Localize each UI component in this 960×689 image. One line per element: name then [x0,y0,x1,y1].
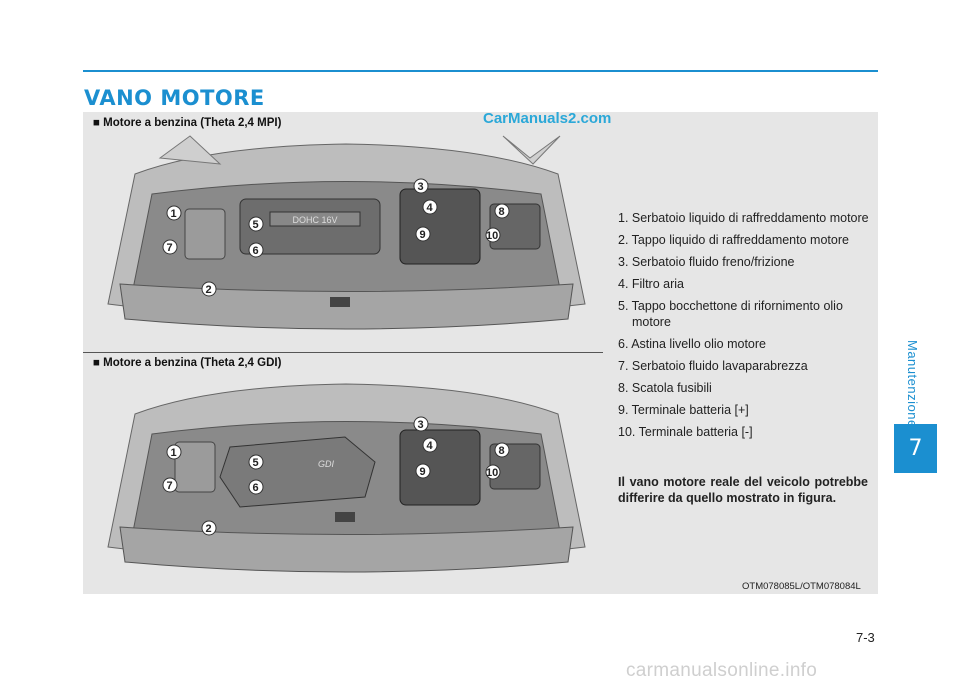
legend-item: 3. Serbatoio fluido freno/frizione [618,255,795,269]
chapter-tab: 7 [894,424,937,473]
footer-watermark: carmanualsonline.info [626,660,818,681]
legend-item: 2. Tappo liquido di raffreddamento motor… [618,233,849,247]
legend-item: 7. Serbatoio fluido lavaparabrezza [618,359,808,373]
caption-mpi: ■ Motore a benzina (Theta 2,4 MPI) [93,117,282,129]
callout-6: 6 [253,245,259,257]
legend-item: 4. Filtro aria [618,277,684,291]
site-watermark: CarManuals2.com [483,110,612,127]
callout-6: 6 [253,482,259,494]
callout-8: 8 [499,445,505,457]
callout-1: 1 [171,208,177,220]
legend-item: 1. Serbatoio liquido di raffreddamento m… [618,211,869,225]
callout-5: 5 [253,457,259,469]
callout-3: 3 [418,419,424,431]
legend-item: 10. Terminale batteria [-] [618,425,753,439]
engine-cover-label: GDI [318,459,335,469]
engine-bay-gdi-illustration: GDI 1 2 3 4 5 6 7 8 9 10 [107,383,586,573]
legend-item: 9. Terminale batteria [+] [618,403,749,417]
page-number: 7-3 [856,630,875,645]
callout-1: 1 [171,447,177,459]
callout-3: 3 [418,181,424,193]
callout-9: 9 [420,229,426,241]
callout-2: 2 [206,284,212,296]
callout-4: 4 [427,440,434,452]
section-title: VANO MOTORE [84,86,265,110]
callout-7: 7 [167,480,173,492]
caption-gdi: ■ Motore a benzina (Theta 2,4 GDI) [93,357,282,369]
engine-bay-mpi-illustration: DOHC 16V 1 2 3 4 5 6 7 8 9 10 [107,135,586,330]
figure-code: OTM078085L/OTM078084L [742,581,861,592]
figure-divider [83,352,603,353]
callout-10: 10 [486,230,498,242]
callout-7: 7 [167,242,173,254]
callout-10: 10 [486,467,498,479]
callout-4: 4 [427,202,434,214]
header-rule [83,70,878,72]
chapter-side-label: Manutenzione [905,340,920,428]
legend-item: 5. Tappo bocchettone di rifornimento oli… [618,299,843,329]
callout-2: 2 [206,523,212,535]
component-legend: 1. Serbatoio liquido di raffreddamento m… [618,210,870,446]
legend-item: 8. Scatola fusibili [618,381,712,395]
callout-5: 5 [253,219,259,231]
callout-8: 8 [499,206,505,218]
callout-9: 9 [420,466,426,478]
disclaimer-note: Il vano motore reale del veicolo potrebb… [618,475,868,505]
legend-item: 6. Astina livello olio motore [618,337,766,351]
engine-cover-label: DOHC 16V [292,215,337,225]
